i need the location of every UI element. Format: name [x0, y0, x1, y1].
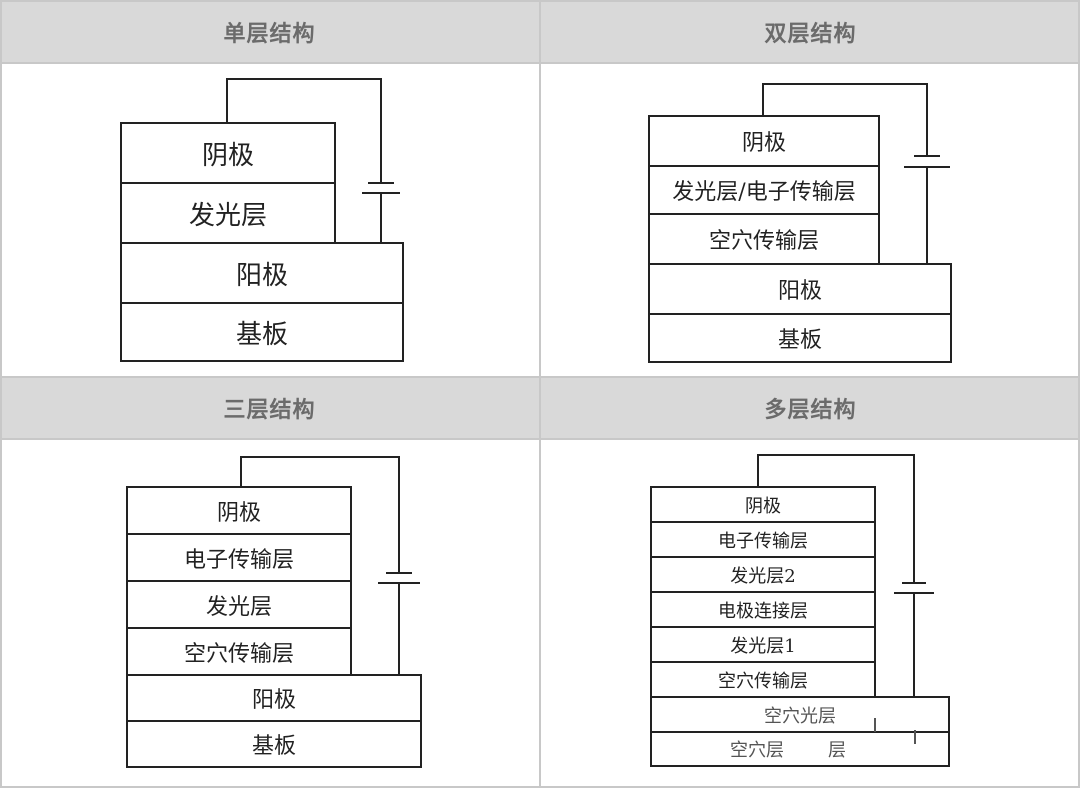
wire-top	[757, 454, 915, 456]
layer-cathode: 阴极	[126, 486, 352, 535]
layer-bottom-blurred: 空穴层 层	[650, 731, 950, 767]
grid-border-bottom	[0, 786, 1080, 788]
layer-cathode: 阴极	[120, 122, 336, 184]
layer-bottom-suffix: 层	[828, 740, 846, 761]
layer-hole-emissive-blurred: 空穴光层	[650, 696, 950, 733]
layer-bottom-label: 空穴层	[730, 740, 784, 761]
wire-right-lower	[380, 194, 382, 244]
header-double-layer: 双层结构	[541, 2, 1080, 62]
battery-plate-short	[368, 182, 394, 184]
wire-right-lower	[398, 584, 400, 676]
grid-divider-header-2	[0, 438, 1080, 440]
layer-cathode: 阴极	[650, 486, 876, 523]
layer-electron-transport: 电子传输层	[126, 533, 352, 582]
layer-electron-transport: 电子传输层	[650, 521, 876, 558]
layer-anode: 阳极	[126, 674, 422, 722]
wire-right-lower	[926, 168, 928, 265]
battery-plate-short	[914, 155, 940, 157]
header-single-layer: 单层结构	[0, 2, 539, 62]
battery-plate-short	[386, 572, 412, 574]
layer-substrate: 基板	[126, 720, 422, 768]
wire-right-upper	[380, 78, 382, 182]
grid-divider-vertical	[539, 0, 541, 788]
wire-right-upper	[913, 454, 915, 582]
wire-cathode-up	[757, 454, 759, 488]
battery-plate-long	[362, 192, 400, 194]
layer-emissive-1: 发光层1	[650, 626, 876, 663]
layer-hole-transport: 空穴传输层	[648, 213, 880, 265]
header-multi-layer: 多层结构	[541, 378, 1080, 438]
wire-right-upper	[926, 83, 928, 155]
artifact-tick-2	[914, 730, 916, 744]
layer-charge-connection: 电极连接层	[650, 591, 876, 628]
layer-anode: 阳极	[648, 263, 952, 315]
grid-border-top	[0, 0, 1080, 2]
layer-hole-transport: 空穴传输层	[650, 661, 876, 698]
artifact-tick-1	[874, 718, 876, 732]
wire-top	[762, 83, 928, 85]
layer-anode: 阳极	[120, 242, 404, 304]
battery-plate-short	[902, 582, 926, 584]
layer-substrate: 基板	[120, 302, 404, 362]
wire-cathode-up	[240, 456, 242, 488]
grid-divider-middle	[0, 376, 1080, 378]
grid-border-right	[1078, 0, 1080, 788]
header-triple-layer: 三层结构	[0, 378, 539, 438]
wire-top	[240, 456, 400, 458]
layer-emissive-2: 发光层2	[650, 556, 876, 593]
layer-emissive-electron-transport: 发光层/电子传输层	[648, 165, 880, 215]
wire-top	[226, 78, 382, 80]
layer-emissive: 发光层	[120, 182, 336, 244]
grid-border-left	[0, 0, 2, 788]
layer-hole-transport: 空穴传输层	[126, 627, 352, 676]
battery-plate-long	[904, 166, 950, 168]
wire-right-lower	[913, 594, 915, 698]
grid-divider-header-1	[0, 62, 1080, 64]
layer-substrate: 基板	[648, 313, 952, 363]
wire-right-upper	[398, 456, 400, 572]
wire-cathode-up	[762, 83, 764, 117]
wire-cathode-up	[226, 78, 228, 124]
layer-emissive: 发光层	[126, 580, 352, 629]
battery-plate-long	[378, 582, 420, 584]
layer-cathode: 阴极	[648, 115, 880, 167]
battery-plate-long	[894, 592, 934, 594]
